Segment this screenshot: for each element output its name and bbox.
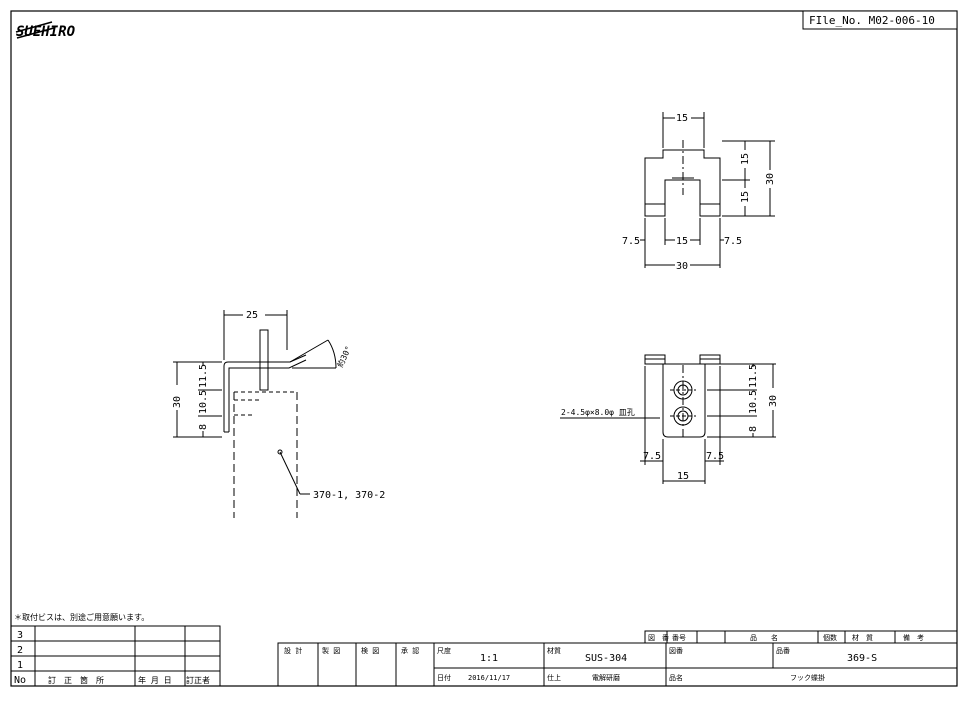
dim-front-bottom-right: 7.5 — [706, 451, 724, 462]
parts-header-material: 材 質 — [852, 633, 873, 642]
front-view-holes — [673, 380, 693, 426]
revision-table — [10, 625, 221, 687]
role-approval: 承 認 — [401, 646, 419, 655]
dim-side-ref: 370-1, 370-2 — [313, 490, 385, 501]
front-view — [560, 354, 776, 484]
dim-top-bottom-total: 30 — [676, 261, 688, 272]
dim-top-right-upper: 15 — [740, 153, 751, 165]
dim-front-hole: 2-4.5φ×8.0φ 皿孔 — [561, 408, 635, 417]
material-value: SUS-304 — [585, 653, 627, 664]
countersink-hole-lower — [673, 406, 693, 426]
parts-header-name: 品 名 — [750, 633, 778, 642]
revision-header-date: 年 月 日 — [138, 675, 172, 685]
revision-header-no: No — [14, 675, 26, 686]
leader-dot — [277, 449, 283, 455]
parts-header-qty: 個数 — [823, 633, 837, 642]
part-no-label: 品番 — [776, 647, 790, 655]
parts-header-number: 番号 — [672, 634, 686, 642]
scale-value: 1:1 — [480, 653, 498, 664]
revision-row-2: 2 — [17, 645, 23, 656]
dim-front-total: 30 — [768, 395, 779, 407]
revision-header-corrector: 訂正者 — [186, 675, 210, 685]
dim-front-bottom-mid: 15 — [677, 471, 689, 482]
name-value: フック蝶掛 — [790, 673, 825, 682]
material-label: 材質 — [547, 646, 561, 655]
role-check: 検 図 — [361, 646, 379, 655]
dim-side-seg2: 10.5 — [198, 390, 209, 414]
dim-side-angle: 約30° — [335, 344, 354, 369]
scale-label: 尺度 — [437, 646, 451, 655]
name-label: 品名 — [669, 673, 683, 682]
role-drafting: 製 図 — [322, 646, 340, 655]
dim-side-seg3: 8 — [198, 424, 209, 430]
dim-top-bottom-mid: 15 — [676, 236, 688, 247]
dim-front-bottom-left: 7.5 — [643, 451, 661, 462]
dim-top-bottom-left: 7.5 — [622, 236, 640, 247]
top-view-dimensions: 15 15 15 30 7.5 15 7.5 30 — [622, 113, 776, 272]
side-view — [173, 310, 337, 518]
date-value: 2016/11/17 — [468, 674, 510, 682]
hole-upper-inner — [677, 384, 689, 396]
dim-top-bottom-right: 7.5 — [724, 236, 742, 247]
front-view-dimensions: 2-4.5φ×8.0φ 皿孔 11.5 10.5 8 30 7.5 7.5 15 — [561, 364, 779, 482]
dim-side-seg1: 11.5 — [198, 364, 209, 388]
title-block-text: 図 番 番号 品 名 個数 材 質 備 考 設 計 製 図 検 図 承 認 尺度… — [284, 633, 924, 682]
dim-side-total: 30 — [172, 396, 183, 408]
countersink-hole-upper — [673, 380, 693, 400]
revision-row-1: 1 — [17, 660, 23, 671]
parts-header-remarks: 備 考 — [903, 633, 924, 642]
logo-text: SUEHIRO — [16, 24, 75, 40]
hole-lower-inner — [677, 410, 689, 422]
dim-side-top: 25 — [246, 310, 258, 321]
date-label: 日付 — [437, 673, 451, 682]
finish-label: 仕上 — [547, 673, 561, 682]
suehiro-logo: SUEHIRO — [15, 21, 75, 40]
drawing-no-label: 図番 — [669, 647, 683, 655]
dim-front-seg2: 10.5 — [748, 390, 759, 414]
mounting-screw-note: ＊取付ビスは、別途ご用意願います。 — [14, 612, 149, 622]
file-number-box: FIle_No. M02-006-10 — [802, 10, 958, 30]
file-number: FIle_No. M02-006-10 — [809, 14, 935, 27]
dim-front-seg1: 11.5 — [748, 364, 759, 388]
dim-top-right-lower: 15 — [740, 191, 751, 203]
title-block — [277, 630, 958, 687]
finish-value: 電解研磨 — [592, 673, 620, 682]
part-no-value: 369-S — [847, 653, 877, 664]
revision-row-3: 3 — [17, 630, 23, 641]
top-view — [640, 112, 775, 268]
dim-top-total-height: 30 — [765, 173, 776, 185]
sheet-border — [10, 10, 958, 687]
role-design: 設 計 — [284, 646, 302, 655]
dim-top-width: 15 — [676, 113, 688, 124]
parts-header-drawing: 図 番 — [648, 634, 669, 642]
dim-front-seg3: 8 — [748, 426, 759, 432]
revision-table-text: 3 2 1 No 訂 正 箇 所 年 月 日 訂正者 — [14, 630, 210, 686]
revision-header-location: 訂 正 箇 所 — [48, 675, 104, 685]
side-view-dimensions: 25 約30° 30 11.5 10.5 8 370-1, 370-2 — [172, 310, 385, 501]
